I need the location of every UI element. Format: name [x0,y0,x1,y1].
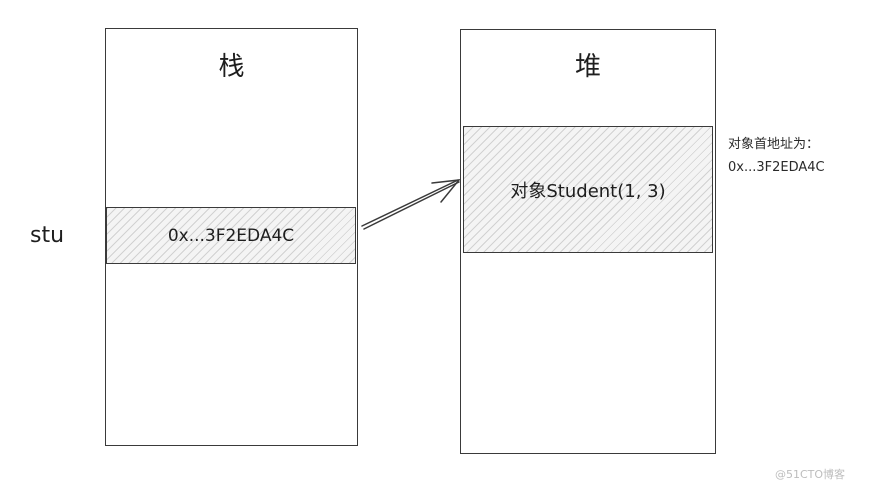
address-annotation-line2: 0x...3F2EDA4C [728,160,825,175]
heap-object-label: 对象Student(1, 3) [510,180,666,202]
watermark: @51CTO博客 [775,468,846,481]
heap-title: 堆 [574,52,601,82]
stack-title: 栈 [218,52,245,82]
heap-object-cell: 对象Student(1, 3) [463,126,713,253]
address-annotation-line1: 对象首地址为： [728,137,820,152]
stack-cell-value: 0x...3F2EDA4C [167,225,295,246]
stack-reference-cell: 0x...3F2EDA4C [106,207,356,264]
stack-variable-label: stu [30,223,65,248]
